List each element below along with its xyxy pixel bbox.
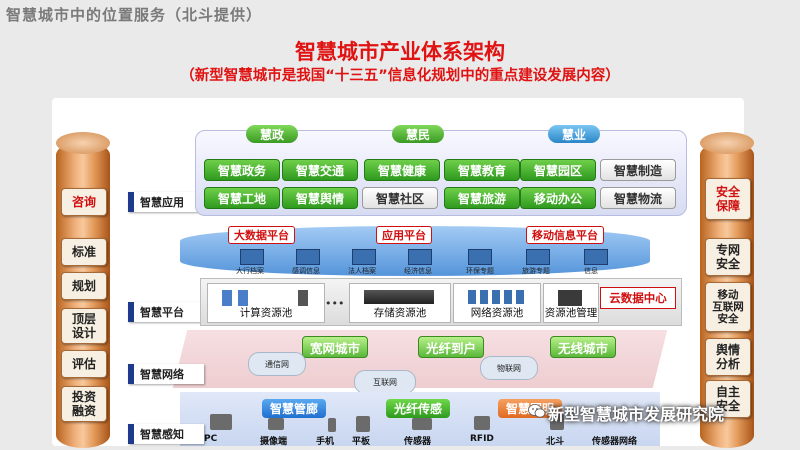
page-header-title: 智慧城市中的位置服务（北斗提供） — [6, 6, 263, 24]
device-label-rfid: RFID — [470, 434, 494, 444]
resource-network: 网络资源池 — [453, 283, 541, 323]
app-smart-community: 智慧社区 — [362, 187, 438, 209]
layer-label-sensing: 智慧感知 — [128, 424, 204, 444]
resource-storage: 存储资源池 — [349, 283, 451, 323]
right-item-opinion: 舆情 分析 — [705, 338, 751, 376]
resource-compute: 计算资源池 — [207, 283, 325, 323]
resource-management-label: 资源池管理 — [544, 307, 598, 319]
app-mobile-office: 移动办公 — [520, 187, 596, 209]
device-label-phone: 手机 — [316, 437, 335, 447]
device-label-beidou: 北斗 — [546, 437, 565, 447]
wechat-icon — [528, 404, 546, 418]
right-item-security: 安全 保障 — [705, 178, 751, 220]
app-smart-site: 智慧工地 — [204, 187, 280, 209]
platform-sub-label: 信息 — [584, 267, 598, 275]
storage-icon — [364, 290, 434, 304]
app-smart-opinion: 智慧舆情 — [282, 187, 358, 209]
resource-storage-label: 存储资源池 — [373, 307, 427, 319]
device-label-pc: PC — [204, 434, 218, 444]
platform-big-data: 大数据平台 — [228, 226, 295, 244]
platform-sub-label: 经济信息 — [404, 267, 432, 275]
left-pillar: 咨询 标准 规划 顶层 设计 评估 投资 融资 — [56, 132, 110, 448]
platform-screen-icon — [408, 249, 432, 265]
cloud-data-center: 云数据中心 — [600, 287, 676, 309]
category-business: 慧业 — [548, 125, 600, 143]
tablet-icon — [356, 416, 370, 432]
camera-icon — [268, 418, 284, 430]
left-item-investment: 投资 融资 — [61, 386, 107, 422]
device-label-sensor: 传感器 — [404, 437, 432, 447]
network-cloud-telecom: 通信网 — [248, 352, 306, 376]
platform-screen-icon — [526, 249, 550, 265]
network-cloud-internet: 互联网 — [354, 370, 416, 394]
app-smart-traffic: 智慧交通 — [282, 159, 358, 181]
watermark-text: 新型智慧城市发展研究院 — [548, 405, 725, 424]
network-broadband-city: 宽网城市 — [302, 336, 369, 358]
platform-sub-label: 感调信息 — [292, 267, 320, 275]
diagram-title: 智慧城市产业体系架构 — [295, 40, 505, 64]
application-panel: 慧政 慧民 慧业 智慧政务 智慧交通 智慧健康 智慧教育 智慧园区 智慧制造 智… — [195, 125, 687, 216]
app-smart-health: 智慧健康 — [364, 159, 440, 181]
platform-screen-icon — [584, 249, 608, 265]
platform-screen-icon — [296, 249, 320, 265]
resource-network-label: 网络资源池 — [470, 307, 524, 319]
server-icon — [298, 290, 308, 306]
resource-ellipsis: ••• — [325, 297, 345, 310]
layer-label-platform: 智慧平台 — [128, 302, 204, 322]
platform-mobile-info: 移动信息平台 — [526, 226, 604, 244]
category-gov: 慧政 — [246, 125, 298, 143]
app-smart-park: 智慧园区 — [520, 159, 596, 181]
platform-application: 应用平台 — [376, 226, 432, 244]
right-pillar: 安全 保障 专网 安全 移动 互联网 安全 舆情 分析 自主 安全 — [700, 132, 754, 448]
sensing-fiber: 光纤传感 — [386, 399, 451, 418]
server-icon — [222, 290, 232, 306]
app-smart-tourism: 智慧旅游 — [444, 187, 520, 209]
right-pillar-cap — [700, 132, 754, 154]
beidou-icon — [550, 414, 564, 430]
network-switch-icon — [468, 290, 524, 304]
sensor-icon — [412, 418, 432, 430]
network-wireless-city: 无线城市 — [550, 336, 617, 358]
network-fiber-home: 光纤到户 — [418, 336, 485, 358]
right-item-autonomous: 自主 安全 — [705, 380, 751, 418]
app-smart-government: 智慧政务 — [204, 159, 280, 181]
server-icon — [238, 290, 248, 306]
phone-icon — [328, 418, 336, 432]
right-item-private-net: 专网 安全 — [705, 238, 751, 276]
device-label-camera: 摄像端 — [260, 437, 288, 447]
resource-management: 资源池管理 — [543, 283, 599, 323]
app-smart-manufacturing: 智慧制造 — [600, 159, 676, 181]
left-item-evaluation: 评估 — [61, 350, 107, 378]
layer-label-application: 智慧应用 — [128, 192, 204, 212]
device-label-sensor-network: 传感器网络 — [592, 437, 638, 447]
left-item-standard: 标准 — [61, 238, 107, 266]
left-item-planning: 规划 — [61, 272, 107, 300]
platform-sub-label: 法人档案 — [348, 267, 376, 275]
app-smart-logistics: 智慧物流 — [600, 187, 676, 209]
platform-sub-label: 环保专题 — [466, 267, 494, 275]
platform-sub-label: 旅游专题 — [522, 267, 550, 275]
rfid-icon — [474, 416, 490, 430]
device-label-tablet: 平板 — [352, 437, 371, 447]
category-people: 慧民 — [392, 125, 444, 143]
left-item-consult: 咨询 — [61, 188, 107, 216]
layer-label-network: 智慧网络 — [128, 364, 204, 384]
network-cloud-iot: 物联网 — [480, 356, 538, 380]
management-icon — [558, 290, 582, 306]
resource-pool-band: 计算资源池 ••• 存储资源池 网络资源池 资源池管理 — [200, 278, 682, 326]
resource-compute-label: 计算资源池 — [239, 307, 293, 319]
pc-icon — [210, 414, 232, 430]
left-item-top-design: 顶层 设计 — [61, 308, 107, 344]
app-smart-education: 智慧教育 — [444, 159, 520, 181]
left-pillar-cap — [56, 132, 110, 154]
platform-screen-icon — [468, 249, 492, 265]
diagram-subtitle: （新型智慧城市是我国“十三五”信息化规划中的重点建设发展内容） — [180, 68, 620, 84]
platform-sub-label: 大行档案 — [236, 267, 264, 275]
sensing-smart-pipe: 智慧管廊 — [262, 399, 327, 418]
platform-screen-icon — [240, 249, 264, 265]
right-item-mobile-internet: 移动 互联网 安全 — [705, 282, 751, 332]
platform-screen-icon — [352, 249, 376, 265]
